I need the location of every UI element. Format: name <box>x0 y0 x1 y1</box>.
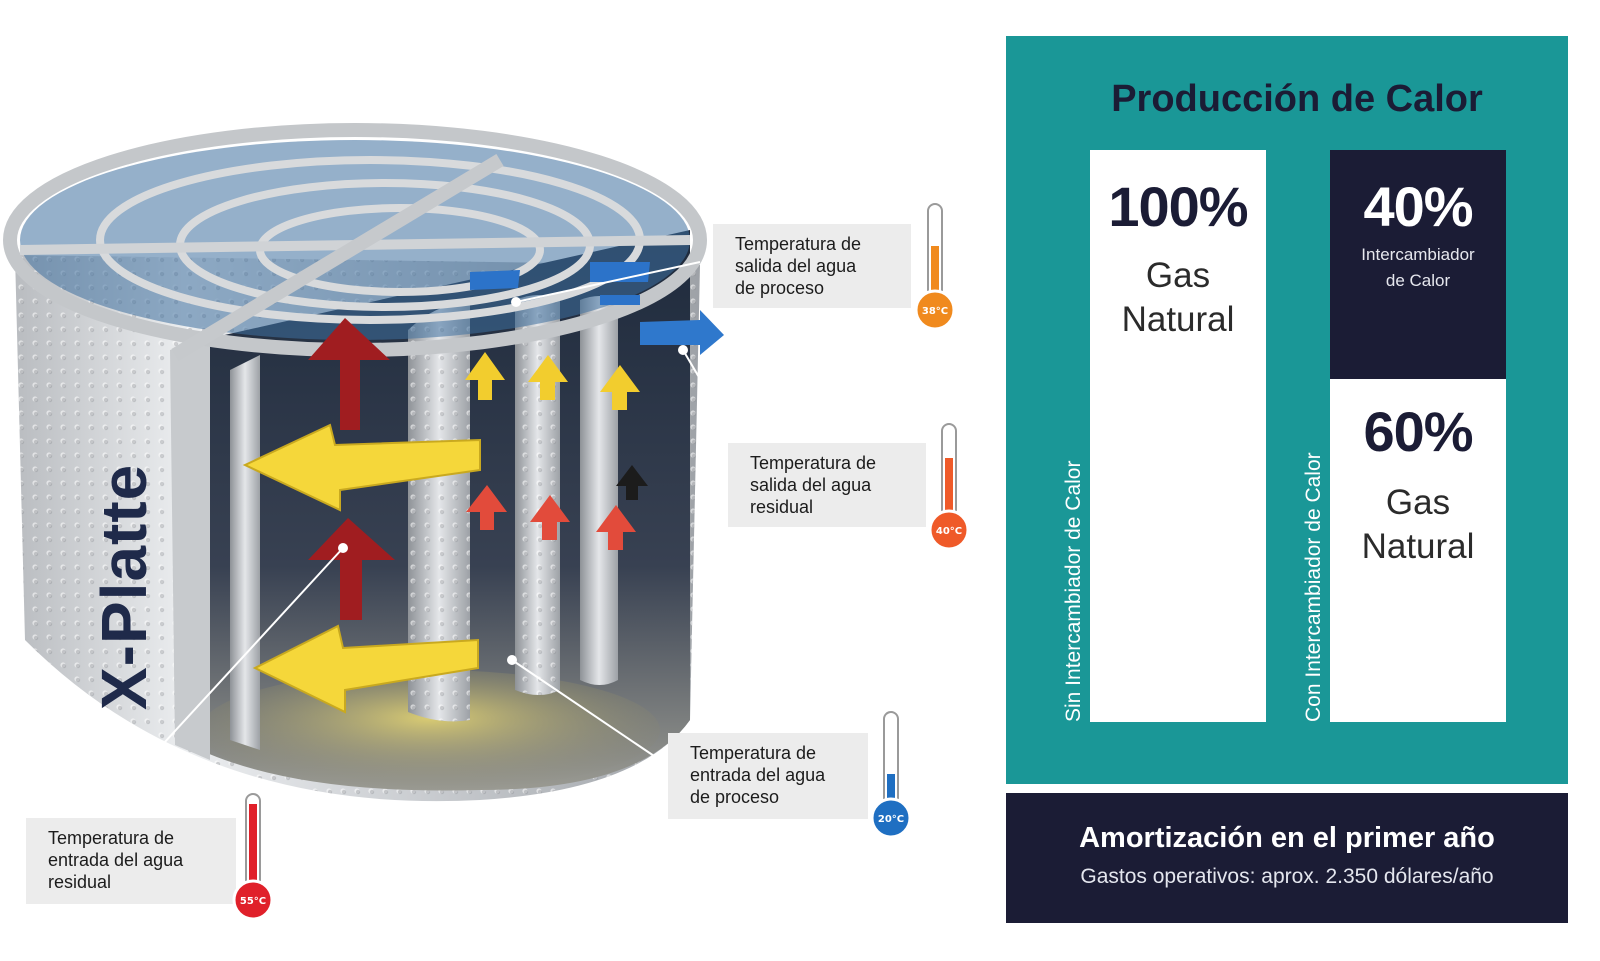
heat-exchanger-illustration: X-Platte Temperatura de salida del agua … <box>3 123 970 921</box>
thermo-fill <box>249 804 257 898</box>
callout-text: Temperatura de entrada del agua residual <box>48 828 184 892</box>
process-outlet-arrow-icon <box>640 310 724 355</box>
with-exchanger-column: 40% Intercambiador de Calor 60% Gas Natu… <box>1330 150 1506 722</box>
thermo-fill <box>945 458 953 528</box>
thermo-fill <box>887 774 895 816</box>
callout-process-inlet: Temperatura de entrada del agua de proce… <box>668 733 868 819</box>
callout-text: Temperatura de salida del agua de proces… <box>735 234 862 298</box>
thermometer-icon: 55°C <box>232 793 274 921</box>
callout-text: Temperatura de entrada del agua de proce… <box>690 743 826 807</box>
without-exchanger-column: 100% Gas Natural <box>1090 150 1266 722</box>
leader-lines <box>129 261 731 781</box>
left-column-vertical-label: Sin Intercambiador de Calor <box>1062 460 1085 722</box>
brand-label: X-Platte <box>88 463 160 710</box>
hot-flow-arrow-icon <box>308 518 395 620</box>
heat-transfer-arrow-icon <box>252 624 479 714</box>
hot-flow-arrow-icon <box>308 318 390 430</box>
gas-percent: 60% <box>1363 400 1473 463</box>
exchanger-label: Intercambiador de Calor <box>1361 245 1475 290</box>
heat-production-panel: Producción de Calor Sin Intercambiador d… <box>1006 36 1568 784</box>
right-column-vertical-label: Con Intercambiador de Calor <box>1302 452 1325 722</box>
inner-plate <box>580 296 618 685</box>
gas-segment: 60% Gas Natural <box>1330 379 1506 722</box>
left-percent: 100% <box>1108 175 1248 238</box>
waste-flow-arrow-icon <box>466 485 507 530</box>
callout-wastewater-outlet: Temperatura de salida del agua residual <box>728 443 926 527</box>
thermo-reading: 20°C <box>878 814 904 825</box>
waste-flow-arrow-icon <box>596 505 636 550</box>
exchanger-segment: 40% Intercambiador de Calor <box>1330 150 1506 379</box>
thermo-reading: 40°C <box>936 526 962 537</box>
thermo-reading: 55°C <box>240 896 266 907</box>
cold-flow-arrow-icon <box>528 355 568 400</box>
footer-subtitle: Gastos operativos: aprox. 2.350 dólares/… <box>1080 865 1494 888</box>
payback-footer: Amortización en el primer año Gastos ope… <box>1006 793 1568 923</box>
callout-text: Temperatura de salida del agua residual <box>750 453 877 517</box>
tank-drawing <box>3 123 731 802</box>
cold-flow-arrow-icon <box>465 352 505 400</box>
thermo-fill <box>931 246 939 308</box>
footer-title: Amortización en el primer año <box>1079 822 1495 854</box>
callout-process-outlet: Temperatura de salida del agua de proces… <box>713 224 911 308</box>
cold-flow-arrow-icon <box>600 365 640 410</box>
waste-flow-arrow-icon <box>530 495 570 540</box>
thermometer-icon: 20°C <box>870 711 912 839</box>
gas-label: Gas Natural <box>1361 483 1475 566</box>
exchanger-percent: 40% <box>1363 175 1473 238</box>
thermometer-icon: 40°C <box>928 423 970 551</box>
thermometer-icon: 38°C <box>914 203 956 331</box>
panel-title: Producción de Calor <box>1111 78 1483 120</box>
left-label: Gas Natural <box>1121 256 1235 339</box>
heat-transfer-arrow-icon <box>242 423 481 512</box>
callout-wastewater-inlet: Temperatura de entrada del agua residual <box>26 818 236 904</box>
thermo-reading: 38°C <box>922 306 948 317</box>
